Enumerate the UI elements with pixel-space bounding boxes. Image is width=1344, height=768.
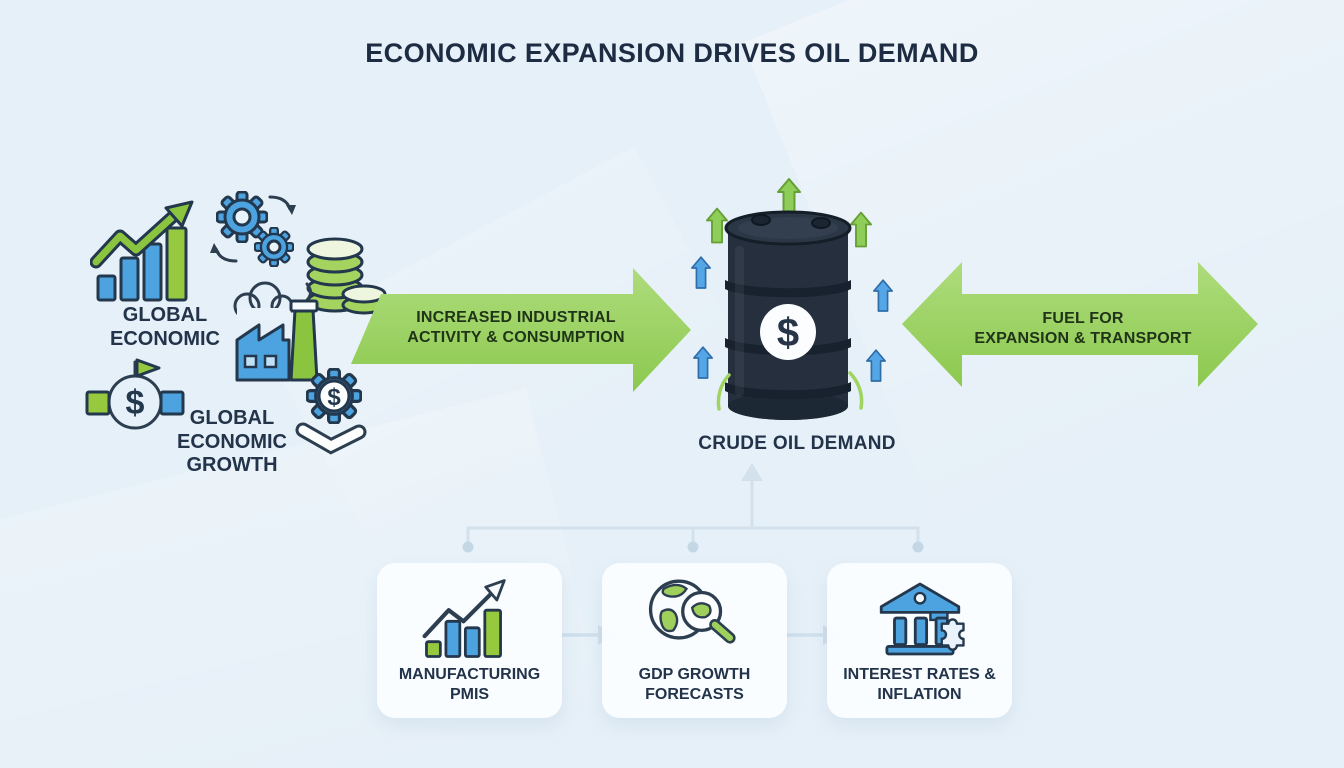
left-cluster-label-primary: GLOBAL ECONOMIC <box>110 304 220 350</box>
growth-arc <box>716 373 731 411</box>
up-arrow-icon <box>866 349 886 382</box>
oil-barrel-icon: $ <box>724 210 852 420</box>
output-flow-arrow <box>902 262 1258 387</box>
up-arrow-icon <box>691 256 711 289</box>
left-cluster-label-secondary: GLOBAL ECONOMIC GROWTH <box>177 407 287 477</box>
page-title: ECONOMIC EXPANSION DRIVES OIL DEMAND <box>365 38 979 68</box>
output-arrow-label-line2: EXPANSION & TRANSPORT <box>974 330 1192 347</box>
dollar-glyph: $ <box>126 384 145 422</box>
input-arrow-label-line1: INCREASED INDUSTRIAL <box>416 309 616 326</box>
output-arrow-label: FUEL FOR EXPANSION & TRANSPORT <box>958 309 1208 349</box>
indicator-card-manufacturing-pmis: MANUFACTURING PMIS <box>377 563 562 718</box>
bar-chart-growth-icon <box>422 579 506 658</box>
input-arrow-label: INCREASED INDUSTRIAL ACTIVITY & CONSUMPT… <box>392 308 640 348</box>
up-arrow-icon <box>706 207 728 244</box>
up-arrow-icon <box>850 211 872 248</box>
bank-building-icon <box>879 582 965 656</box>
indicator-card-interest-rates: INTEREST RATES & INFLATION <box>827 563 1012 718</box>
factory-icon <box>233 281 319 382</box>
up-arrow-icon <box>693 346 713 379</box>
connector-lines <box>462 463 924 553</box>
gears-sync-icon <box>210 191 296 267</box>
coins-stack-icon <box>306 237 387 315</box>
growth-chart-icon <box>90 200 194 302</box>
growth-arc <box>848 371 864 410</box>
card-label: GDP GROWTH FORECASTS <box>638 666 751 703</box>
input-arrow-label-line2: ACTIVITY & CONSUMPTION <box>407 329 625 346</box>
up-arrow-icon <box>777 178 801 217</box>
up-arrowhead <box>741 463 763 481</box>
card-label: INTEREST RATES & INFLATION <box>843 666 996 703</box>
dollar-glyph: $ <box>777 311 799 355</box>
input-flow-arrow <box>351 268 691 392</box>
globe-magnifier-icon <box>648 579 736 644</box>
crude-oil-demand-label: CRUDE OIL DEMAND <box>698 433 896 454</box>
up-arrow-icon <box>873 279 893 312</box>
dollar-glyph: $ <box>327 384 341 411</box>
gear-dollar-hand-icon: $ <box>295 368 367 455</box>
dollar-milestone-icon: $ <box>85 358 185 430</box>
output-arrow-label-line1: FUEL FOR <box>1042 310 1124 327</box>
oil-barrel-group: $ <box>691 178 893 420</box>
card-label: MANUFACTURING PMIS <box>398 666 541 703</box>
indicator-card-gdp-growth: GDP GROWTH FORECASTS <box>602 563 787 718</box>
